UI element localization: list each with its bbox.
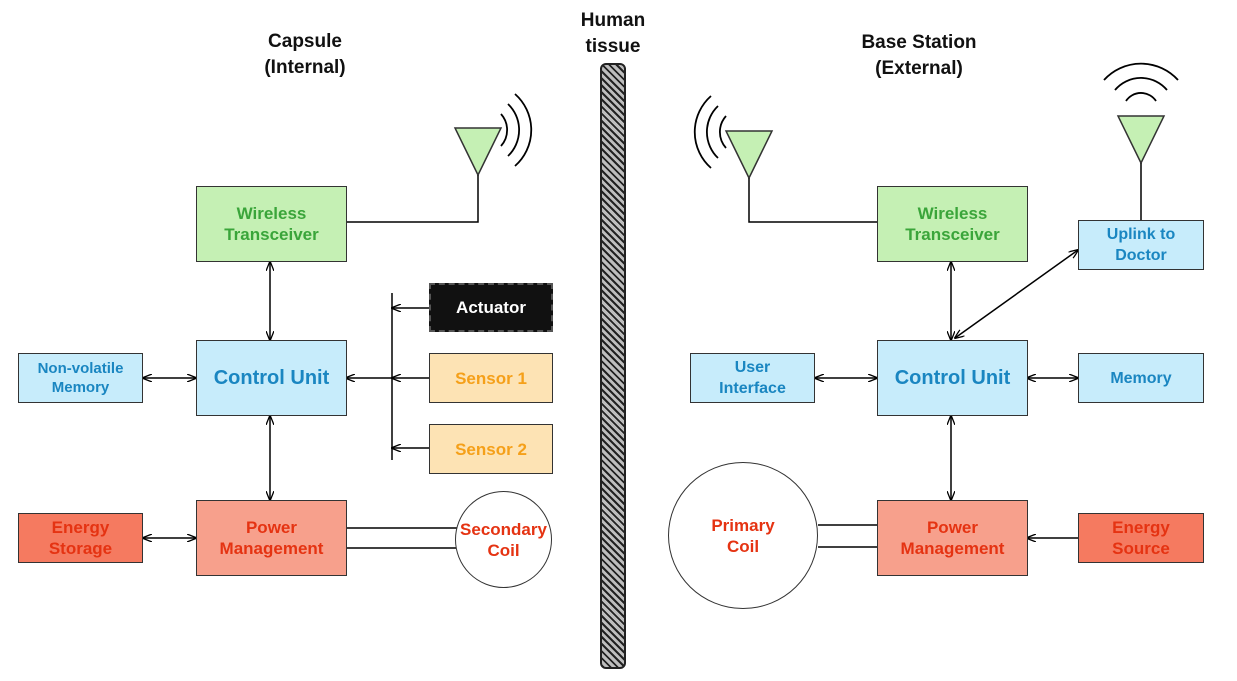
base-control-uplink-arrow <box>955 250 1078 338</box>
uplink-antenna-icon <box>1103 62 1179 165</box>
capsule-control-unit: Control Unit <box>196 340 347 416</box>
sensor-2-block: Sensor 2 <box>429 424 553 474</box>
base-memory: Memory <box>1078 353 1204 403</box>
capsule-antenna-icon <box>453 93 533 177</box>
base-station-header: Base Station (External) <box>861 32 977 79</box>
base-antenna-line <box>748 178 877 223</box>
actuator-block: Actuator <box>429 283 553 332</box>
human-tissue-barrier <box>600 63 626 669</box>
capsule-header: Capsule (Internal) <box>264 31 346 78</box>
tissue-header: Human tissue <box>580 10 646 57</box>
sensor-1-block: Sensor 1 <box>429 353 553 403</box>
base-control-unit: Control Unit <box>877 340 1028 416</box>
capsule-antenna-line <box>346 175 479 223</box>
base-antenna-icon <box>693 95 774 180</box>
